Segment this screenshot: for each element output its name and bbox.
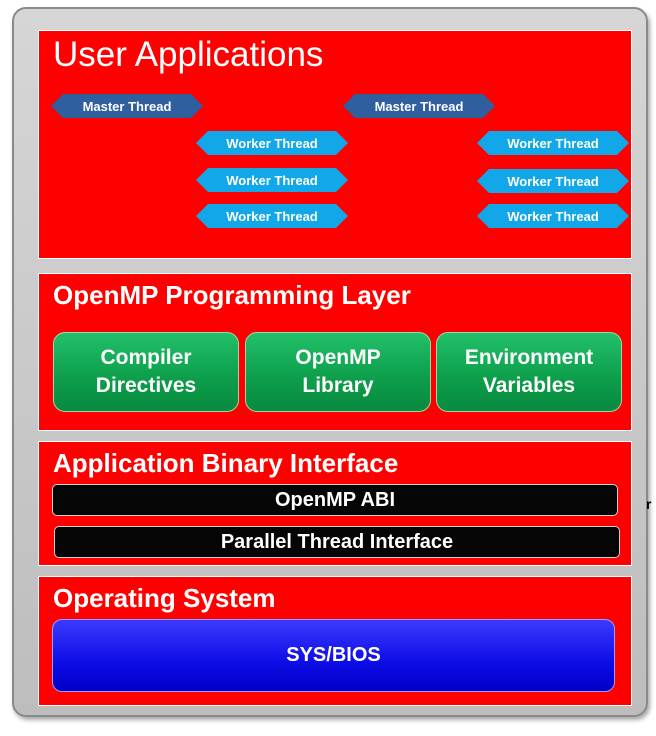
worker-thread-arrow: Worker Thread: [196, 168, 348, 192]
layer-title-openmp-programming: OpenMP Programming Layer: [53, 280, 411, 310]
layer-openmp-programming: OpenMP Programming Layer Compiler Direct…: [38, 273, 632, 431]
master-thread-arrow: Master Thread: [51, 94, 203, 118]
layer-title-user-applications: User Applications: [53, 35, 324, 74]
layer-user-applications: User Applications Master Thread Master T…: [38, 30, 632, 259]
openmp-library-box: OpenMP Library: [245, 332, 431, 412]
box-label-line1: OpenMP: [295, 346, 381, 369]
box-label-line2: Variables: [482, 374, 576, 397]
box-label-line1: Environment: [464, 346, 594, 369]
environment-variables-box: Environment Variables: [436, 332, 622, 412]
openmp-abi-bar: OpenMP ABI: [52, 484, 618, 516]
box-label-line2: Library: [302, 374, 374, 397]
sys-bios-box: SYS/BIOS: [52, 619, 615, 692]
layer-operating-system: Operating System SYS/BIOS: [38, 576, 632, 706]
parallel-thread-interface-bar: Parallel Thread Interface: [54, 526, 620, 558]
master-thread-arrow: Master Thread: [343, 94, 495, 118]
worker-thread-arrow: Worker Thread: [196, 204, 348, 228]
worker-thread-arrow: Worker Thread: [196, 131, 348, 155]
compiler-directives-box: Compiler Directives: [53, 332, 239, 412]
layer-application-binary-interface: Application Binary Interface OpenMP ABI …: [38, 441, 632, 566]
worker-thread-arrow: Worker Thread: [477, 131, 629, 155]
worker-thread-arrow: Worker Thread: [477, 204, 629, 228]
layer-title-operating-system: Operating System: [53, 583, 276, 613]
layer-title-abi: Application Binary Interface: [53, 448, 399, 478]
box-label-line1: Compiler: [100, 346, 192, 369]
stray-glyph: r: [646, 496, 652, 512]
worker-thread-arrow: Worker Thread: [477, 169, 629, 193]
box-label-line2: Directives: [95, 374, 197, 397]
